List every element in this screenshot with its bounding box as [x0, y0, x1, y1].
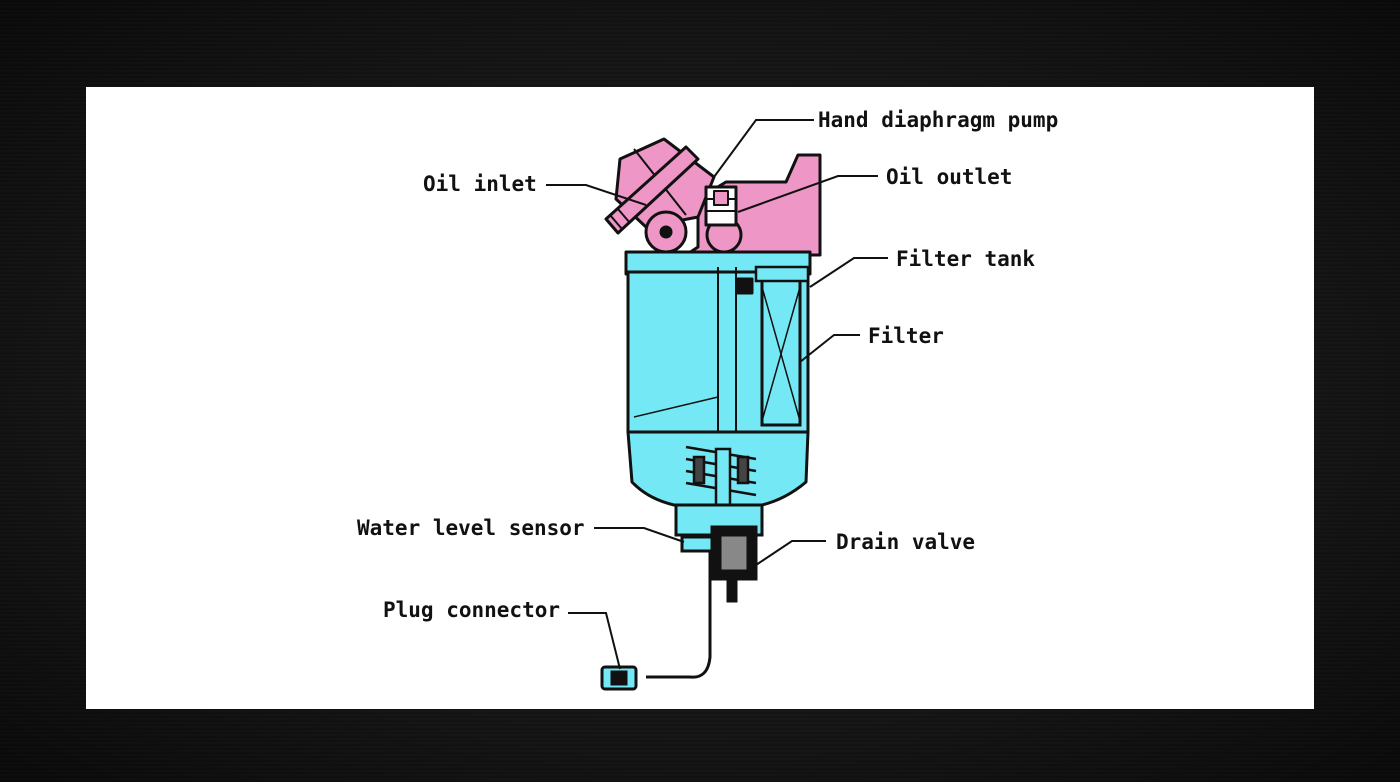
- leader-lines: [546, 119, 888, 670]
- label-oil-inlet: Oil inlet: [423, 172, 537, 196]
- label-water-level-sensor: Water level sensor: [357, 516, 585, 540]
- label-hand-diaphragm-pump: Hand diaphragm pump: [818, 108, 1058, 132]
- label-drain-valve: Drain valve: [836, 530, 975, 554]
- leader-oil-inlet: [546, 184, 647, 206]
- filter-element: [754, 265, 810, 427]
- label-plug-connector: Plug connector: [383, 598, 560, 622]
- leader-plug-connector: [568, 612, 621, 670]
- bowl-internals: [685, 445, 757, 521]
- fuel-filter-diagram: Hand diaphragm pump Oil inlet Oil outlet…: [357, 108, 1058, 691]
- leader-filter: [799, 334, 860, 363]
- sensor-cable: [646, 551, 712, 679]
- label-filter-tank: Filter tank: [896, 247, 1035, 271]
- label-filter: Filter: [868, 324, 944, 348]
- diagram-panel: Hand diaphragm pump Oil inlet Oil outlet…: [86, 87, 1314, 709]
- bottom-fittings: [674, 503, 764, 603]
- leader-drain-valve: [755, 540, 826, 566]
- leader-filter-tank: [809, 257, 888, 288]
- leader-oil-outlet: [737, 175, 878, 213]
- plug-connector: [600, 665, 638, 691]
- leader-hand-pump: [713, 119, 814, 178]
- label-oil-outlet: Oil outlet: [886, 165, 1012, 189]
- leader-water-sensor: [594, 527, 685, 543]
- hand-diaphragm-pump: [604, 137, 822, 257]
